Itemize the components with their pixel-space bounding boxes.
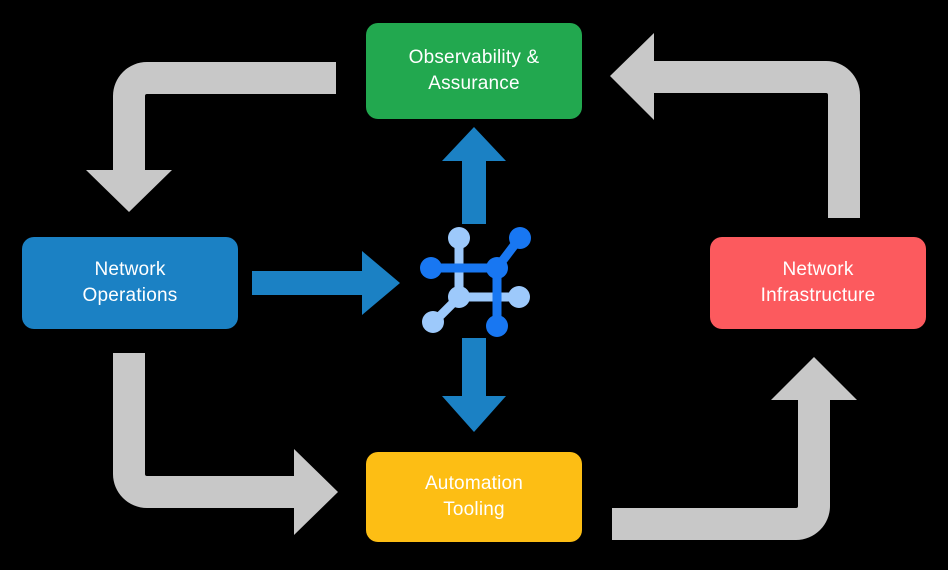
node-box-network-infrastructure[interactable]: Network Infrastructure <box>710 237 926 329</box>
node-box-automation-tooling[interactable]: Automation Tooling <box>366 452 582 542</box>
arrow-automation-tooling-to-network-infrastructure <box>612 357 857 540</box>
arrow-network-operations-to-automation-tooling <box>113 353 338 535</box>
arrow-network-infrastructure-to-observability <box>610 33 860 218</box>
arrow-network-operations-to-center <box>252 251 400 315</box>
arrow-center-to-automation-tooling <box>442 338 506 432</box>
arrow-observability-to-network-operations <box>86 62 336 212</box>
network-mesh-icon <box>420 227 531 337</box>
node-box-network-operations[interactable]: Network Operations <box>22 237 238 329</box>
arrow-center-to-observability <box>442 127 506 224</box>
node-box-observability[interactable]: Observability & Assurance <box>366 23 582 119</box>
node-label-observability: Observability & Assurance <box>408 47 540 94</box>
node-label-network-operations: Network Operations <box>82 259 178 306</box>
node-label-automation-tooling: Automation Tooling <box>424 473 524 520</box>
node-label-network-infrastructure: Network Infrastructure <box>760 259 876 306</box>
